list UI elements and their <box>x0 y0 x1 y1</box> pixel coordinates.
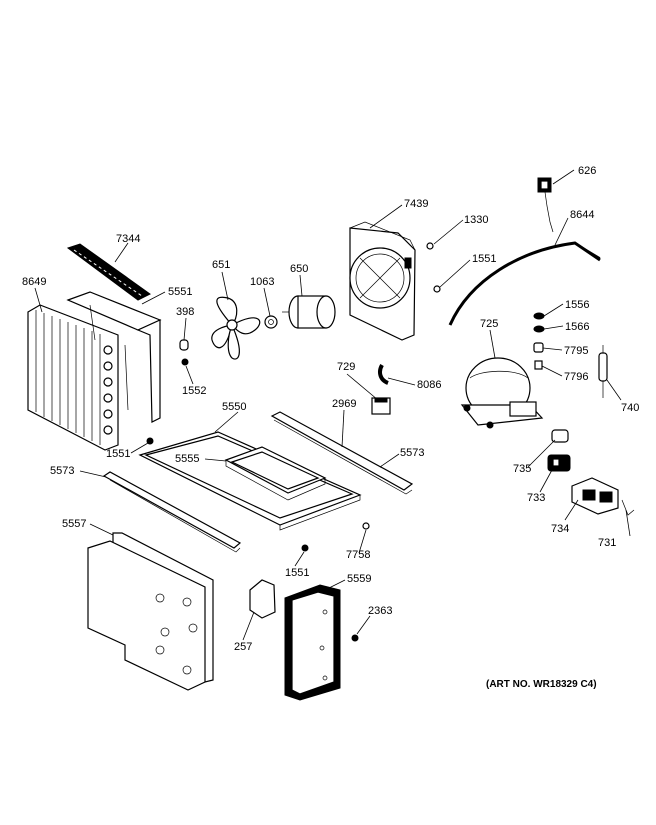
label-7344: 7344 <box>116 233 140 245</box>
part-734-cover <box>571 477 619 515</box>
label-740: 740 <box>621 402 639 414</box>
label-733: 733 <box>527 492 545 504</box>
part-1551-screw-mid <box>146 437 154 445</box>
part-7439-fan-shroud <box>349 221 416 341</box>
label-731: 731 <box>598 537 616 549</box>
label-735: 735 <box>513 463 531 475</box>
part-5559-panel <box>284 584 341 701</box>
label-8086: 8086 <box>417 379 441 391</box>
part-7758-screw <box>362 522 370 530</box>
label-1566: 1566 <box>565 321 589 333</box>
label-5559: 5559 <box>347 573 371 585</box>
part-729-capacitor <box>371 397 391 415</box>
label-1552: 1552 <box>182 385 206 397</box>
label-1556: 1556 <box>565 299 589 311</box>
label-5557: 5557 <box>62 518 86 530</box>
part-5557-panel <box>87 532 214 691</box>
condenser-tube-bends <box>103 345 113 435</box>
label-1551-top: 1551 <box>472 253 496 265</box>
part-725-compressor <box>460 357 544 429</box>
label-5573-right: 5573 <box>400 447 424 459</box>
part-1552-screw <box>181 358 189 366</box>
part-1566-fitting <box>533 325 545 333</box>
label-8644: 8644 <box>570 209 594 221</box>
part-7796-fitting <box>534 360 543 370</box>
label-5550: 5550 <box>222 401 246 413</box>
part-651-fan-blade <box>211 296 261 360</box>
label-2969: 2969 <box>332 398 356 410</box>
part-8649-condenser <box>27 304 119 451</box>
part-1063-nut <box>264 315 278 329</box>
part-8086-strap <box>378 364 389 385</box>
label-398: 398 <box>176 306 194 318</box>
part-8644-tube <box>448 241 601 326</box>
label-257: 257 <box>234 641 252 653</box>
part-1556-fitting <box>533 312 545 320</box>
label-8649: 8649 <box>22 276 46 288</box>
label-650: 650 <box>290 263 308 275</box>
label-626: 626 <box>578 165 596 177</box>
part-731-clip <box>621 499 635 516</box>
part-626-plug <box>537 177 554 233</box>
part-1330-screw <box>426 242 434 250</box>
part-5573-rail-right <box>270 411 414 495</box>
label-729: 729 <box>337 361 355 373</box>
label-7795: 7795 <box>564 345 588 357</box>
label-2363: 2363 <box>368 605 392 617</box>
art-number: (ART NO. WR18329 C4) <box>486 679 597 690</box>
label-5555: 5555 <box>175 453 199 465</box>
label-1330: 1330 <box>464 214 488 226</box>
part-2363-screw <box>351 634 359 642</box>
label-7758: 7758 <box>346 549 370 561</box>
part-650-fan-motor <box>282 295 336 329</box>
label-7796: 7796 <box>564 371 588 383</box>
part-1551-screw-bottom <box>301 544 309 552</box>
label-1063: 1063 <box>250 276 274 288</box>
part-7344-louver <box>66 243 151 301</box>
part-740-dryer <box>598 345 608 398</box>
label-651: 651 <box>212 259 230 271</box>
label-1551-bottom: 1551 <box>285 567 309 579</box>
part-735-overload <box>551 429 569 443</box>
label-725: 725 <box>480 318 498 330</box>
part-398-grommet <box>179 339 189 351</box>
label-5551: 5551 <box>168 286 192 298</box>
label-7439: 7439 <box>404 198 428 210</box>
part-733-relay <box>547 454 571 472</box>
label-5573-left: 5573 <box>50 465 74 477</box>
label-1551-mid: 1551 <box>106 448 130 460</box>
part-5555-drain-pan <box>224 446 327 501</box>
part-7795-fitting <box>533 342 544 353</box>
part-257-timer <box>249 579 276 619</box>
leader-lines <box>34 169 631 641</box>
label-734: 734 <box>551 523 569 535</box>
part-labels: 626 8644 7439 1330 1551 7344 8649 5551 6… <box>22 165 639 653</box>
part-5550-base-pan <box>138 431 362 531</box>
part-5573-rail-left <box>102 471 242 553</box>
part-5551-bracket <box>66 291 162 423</box>
part-1551-screw-top <box>433 285 441 293</box>
